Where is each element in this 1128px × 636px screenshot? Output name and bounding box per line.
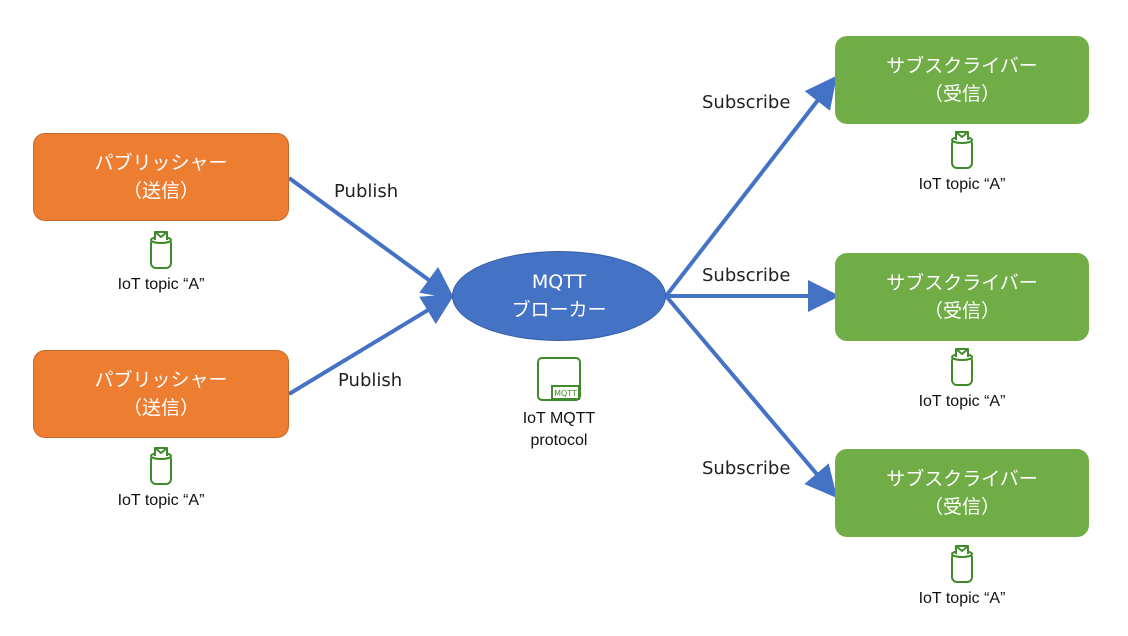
subscriber-subtitle: （受信） (923, 83, 1000, 105)
subscribe-label-3: Subscribe (702, 458, 791, 479)
topic-caption: IoT topic “A” (918, 176, 1006, 193)
iot-topic-icon (150, 447, 172, 485)
topic-caption: IoT topic “A” (117, 492, 205, 509)
protocol-caption-line2: protocol (530, 432, 588, 449)
subscriber-subtitle: （受信） (923, 300, 1000, 322)
publisher-title: パブリッシャー (94, 152, 228, 174)
protocol-caption: IoT MQTT protocol (523, 408, 596, 452)
topic-sub-1: IoT topic “A” (882, 130, 1042, 194)
subscriber-node-2[interactable]: サブスクライバー （受信） (835, 253, 1089, 341)
topic-caption: IoT topic “A” (117, 276, 205, 293)
subscriber-subtitle: （受信） (923, 496, 1000, 518)
subscribe-arrow-1 (664, 75, 837, 298)
topic-sub-2: IoT topic “A” (882, 347, 1042, 411)
subscriber-title: サブスクライバー (886, 272, 1038, 294)
subscriber-title: サブスクライバー (886, 55, 1038, 77)
topic-caption: IoT topic “A” (918, 393, 1006, 410)
publisher-subtitle: （送信） (122, 397, 199, 419)
publish-arrow-1 (287, 176, 455, 299)
iot-topic-icon (150, 231, 172, 269)
topic-pub-2: IoT topic “A” (81, 446, 241, 510)
mqtt-protocol-icon: MQTT (537, 357, 581, 401)
publish-arrow-2 (287, 293, 455, 396)
iot-topic-icon (951, 545, 973, 583)
iot-topic-icon (951, 131, 973, 169)
topic-sub-3: IoT topic “A” (882, 544, 1042, 608)
subscribe-label-1: Subscribe (702, 92, 791, 113)
mqtt-broker-node[interactable]: MQTT ブローカー (452, 251, 666, 341)
topic-pub-1: IoT topic “A” (81, 230, 241, 294)
publisher-node-2[interactable]: パブリッシャー （送信） (33, 350, 289, 438)
subscribe-arrow-3 (664, 294, 838, 499)
subscriber-title: サブスクライバー (886, 468, 1038, 490)
mqtt-badge-text: MQTT (554, 389, 577, 398)
subscriber-node-1[interactable]: サブスクライバー （受信） (835, 36, 1089, 124)
mqtt-protocol: MQTT IoT MQTT protocol (479, 356, 639, 452)
publish-label-2: Publish (338, 370, 403, 391)
publish-label-1: Publish (334, 181, 399, 202)
broker-subtitle: ブローカー (511, 299, 607, 321)
publisher-subtitle: （送信） (122, 180, 199, 202)
subscribe-label-2: Subscribe (702, 265, 791, 286)
publisher-title: パブリッシャー (94, 369, 228, 391)
publisher-node-1[interactable]: パブリッシャー （送信） (33, 133, 289, 221)
protocol-caption-line1: IoT MQTT (522, 410, 596, 427)
topic-caption: IoT topic “A” (918, 590, 1006, 607)
subscriber-node-3[interactable]: サブスクライバー （受信） (835, 449, 1089, 537)
broker-title: MQTT (531, 271, 587, 293)
iot-topic-icon (951, 348, 973, 386)
